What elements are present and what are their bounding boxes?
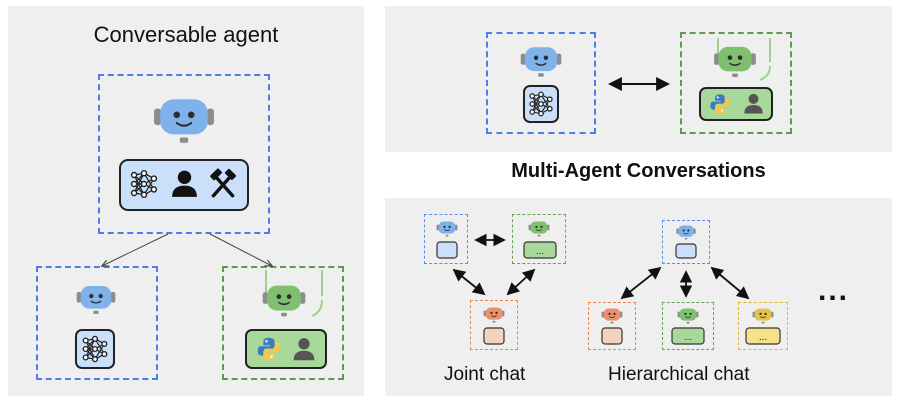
joint-blue-capability-box <box>436 241 458 259</box>
hier-manager-robot-icon <box>676 225 696 240</box>
joint-agent-orange-frame <box>470 300 518 350</box>
hier-agent-green-frame <box>662 302 714 350</box>
hier-arrow-left <box>620 266 662 300</box>
joint-orange-robot-icon <box>483 307 505 323</box>
user-proxy-robot-icon <box>262 270 323 318</box>
hier-orange-robot-icon <box>601 308 623 324</box>
joint-green-robot-icon <box>528 221 550 237</box>
top-assistant-robot-icon <box>520 46 562 78</box>
hier-orange-capability-box <box>601 327 623 345</box>
hier-manager-frame <box>662 220 710 264</box>
connector-to-assistant <box>102 233 169 266</box>
hier-yellow-ellipsis: ... <box>759 332 767 343</box>
assistant-agent-frame <box>36 266 158 380</box>
hierarchical-chat-label: Hierarchical chat <box>608 364 750 385</box>
joint-agent-blue-frame <box>424 214 468 264</box>
top-user-proxy-robot-icon <box>713 38 771 81</box>
joint-arrow-left <box>452 268 486 296</box>
assistant-robot-icon <box>76 285 116 315</box>
multi-agent-conversations-title: Multi-Agent Conversations <box>511 160 766 182</box>
joint-chat-label: Joint chat <box>444 364 526 385</box>
hier-arrow-right <box>710 266 750 300</box>
hier-green-robot-icon <box>677 308 699 324</box>
hier-green-ellipsis: ... <box>684 332 692 343</box>
user-proxy-agent-frame <box>222 266 344 380</box>
joint-blue-robot-icon <box>436 221 458 237</box>
hier-agent-orange-frame <box>588 302 636 350</box>
hier-manager-capability-box <box>675 243 697 259</box>
joint-arrow-right <box>506 268 536 296</box>
top-assistant-frame <box>486 32 596 134</box>
hier-yellow-robot-icon <box>752 308 774 324</box>
hier-green-capability-box <box>671 327 705 345</box>
hier-yellow-capability-box <box>745 327 781 345</box>
connector-to-user-proxy <box>209 233 272 266</box>
top-user-proxy-frame <box>680 32 792 134</box>
joint-green-capability-box <box>523 241 557 259</box>
hier-agent-yellow-frame <box>738 302 788 350</box>
main-agent-frame <box>98 74 270 234</box>
joint-green-ellipsis: ... <box>536 246 544 257</box>
joint-agent-green-frame <box>512 214 566 264</box>
conversable-agent-title: Conversable agent <box>93 22 279 47</box>
more-agents-ellipsis: ... <box>818 274 850 307</box>
joint-orange-capability-box <box>483 327 505 345</box>
main-agent-robot-icon <box>153 98 215 144</box>
